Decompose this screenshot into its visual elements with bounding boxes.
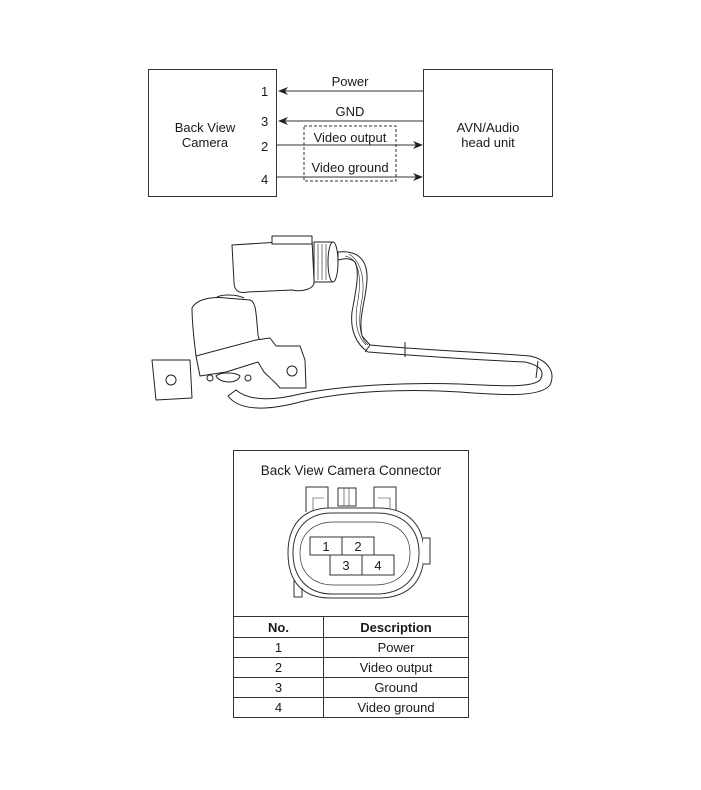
pin-number-2: 2 bbox=[261, 139, 269, 154]
pin-no: 3 bbox=[233, 677, 324, 698]
wire-label-video-ground: Video ground bbox=[311, 160, 389, 175]
header-no: No. bbox=[233, 616, 324, 638]
pin-no: 4 bbox=[233, 697, 324, 718]
pin-number-1: 1 bbox=[261, 84, 269, 99]
wire-label-power: Power bbox=[331, 74, 369, 89]
connector-pin-3: 3 bbox=[342, 558, 350, 573]
head-unit-label: AVN/Audio head unit bbox=[423, 120, 553, 150]
camera-label-line-2: Camera bbox=[181, 135, 229, 150]
wire-label-gnd: GND bbox=[335, 104, 365, 119]
camera-body bbox=[191, 297, 263, 357]
connector-pin-1: 1 bbox=[322, 539, 330, 554]
connector-latch-ribs bbox=[343, 488, 350, 506]
pin-description: Video output bbox=[323, 657, 469, 678]
header-description: Description bbox=[323, 616, 469, 638]
table-row: 1 Power bbox=[233, 637, 469, 658]
harness-sleeve-line bbox=[535, 360, 539, 379]
harness-wire-strand bbox=[344, 255, 367, 346]
pin-number-4: 4 bbox=[261, 172, 269, 187]
harness-wire-strand bbox=[348, 253, 369, 346]
camera-label-line-1: Back View bbox=[174, 120, 236, 135]
pin-description: Video ground bbox=[323, 697, 469, 718]
camera-bracket bbox=[195, 337, 307, 389]
table-row: 4 Video ground bbox=[233, 697, 469, 718]
connector-key bbox=[423, 537, 431, 565]
pin-no: 2 bbox=[233, 657, 324, 678]
shielded-pair-dashed-box bbox=[303, 125, 397, 182]
connector-plug-latch bbox=[271, 235, 313, 245]
connector-plug-body bbox=[231, 239, 315, 293]
connector-plug-boot-ribs bbox=[317, 244, 327, 280]
pin-description: Ground bbox=[323, 677, 469, 698]
connector-lug-right-inner bbox=[378, 497, 391, 512]
connector-housing-inner bbox=[292, 512, 420, 595]
connector-pin-2: 2 bbox=[354, 539, 362, 554]
connector-pin-4: 4 bbox=[374, 558, 382, 573]
head-unit-block bbox=[423, 69, 553, 197]
camera-lens-window bbox=[215, 372, 241, 383]
wire-label-video-output: Video output bbox=[313, 130, 387, 145]
table-row: 3 Ground bbox=[233, 677, 469, 698]
pin-description-table: No. Description 1 Power 2 Video output 3… bbox=[233, 616, 469, 718]
camera-lens-housing bbox=[215, 294, 245, 299]
connector-foot bbox=[293, 580, 303, 598]
bracket-hole bbox=[286, 365, 298, 377]
back-view-camera-label: Back View Camera bbox=[160, 120, 250, 150]
connector-lug-right bbox=[373, 486, 397, 512]
connector-lug-left-inner bbox=[312, 497, 324, 512]
pin-number-3: 3 bbox=[261, 114, 269, 129]
head-unit-label-line-2: head unit bbox=[461, 135, 515, 150]
head-unit-label-line-1: AVN/Audio bbox=[456, 120, 520, 135]
bracket-hole bbox=[165, 374, 177, 386]
table-header-row: No. Description bbox=[233, 616, 469, 638]
pin-no: 1 bbox=[233, 637, 324, 658]
bracket-hole bbox=[206, 374, 214, 382]
bracket-hole bbox=[244, 374, 252, 382]
back-view-camera-block bbox=[148, 69, 277, 197]
connector-lug-left bbox=[305, 486, 329, 512]
harness-cable bbox=[227, 251, 553, 409]
connector-latch bbox=[337, 487, 357, 507]
harness-sleeve-line bbox=[364, 344, 371, 353]
connector-plug-flange bbox=[327, 241, 339, 283]
pin-description: Power bbox=[323, 637, 469, 658]
connector-title: Back View Camera Connector bbox=[260, 463, 442, 478]
pin-cell-4 bbox=[361, 554, 395, 576]
connector-housing-cavity bbox=[299, 521, 411, 586]
table-row: 2 Video output bbox=[233, 657, 469, 678]
